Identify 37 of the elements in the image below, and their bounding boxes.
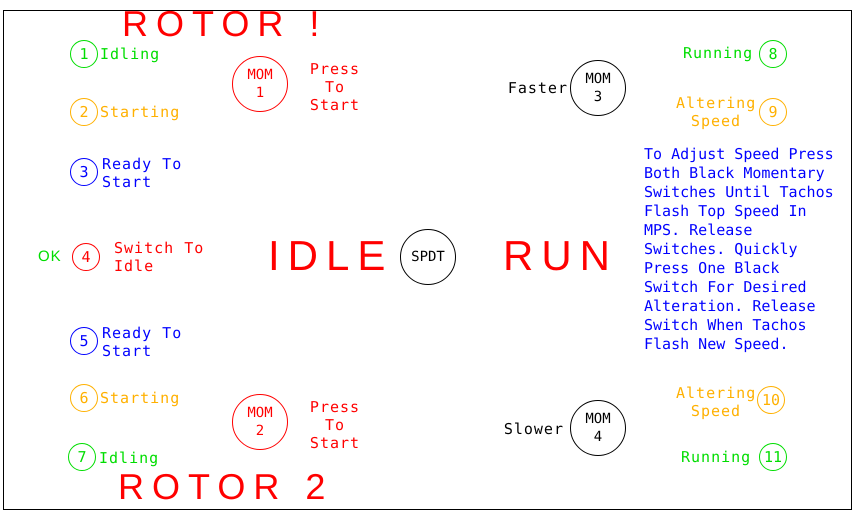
numbered-circle: 7 xyxy=(68,443,96,471)
status-label: Press To Start xyxy=(308,398,362,452)
switch-circle: MOM 1 xyxy=(232,56,288,112)
numbered-circle: 1 xyxy=(70,40,98,68)
status-label: Starting xyxy=(100,389,180,407)
status-label: Switch To Idle xyxy=(114,239,206,275)
numbered-circle: 6 xyxy=(70,384,98,412)
status-label: Press To Start xyxy=(308,60,362,114)
switch-circle: MOM 3 xyxy=(570,60,626,116)
status-label: Altering Speed xyxy=(676,384,756,420)
numbered-circle: 4 xyxy=(72,243,100,271)
status-label: Slower xyxy=(502,420,564,438)
numbered-circle: 11 xyxy=(759,443,787,471)
numbered-circle: 9 xyxy=(759,98,787,126)
numbered-circle: 8 xyxy=(759,40,787,68)
heading: ROTOR ! xyxy=(122,3,328,45)
status-label: Starting xyxy=(100,103,180,121)
numbered-circle: 2 xyxy=(70,98,98,126)
instruction-text: To Adjust Speed Press Both Black Momentary Switches Until Tachos Flash Top Speed In MPS. Release Switches. Quickly Press One Black Switch For Desired Alteration. Release Switch When Tachos Flash New Speed. xyxy=(644,145,835,354)
numbered-circle: 10 xyxy=(757,386,785,414)
status-label: Idling xyxy=(99,449,160,467)
numbered-circle: 3 xyxy=(70,158,98,186)
status-label: Altering Speed xyxy=(676,94,756,130)
status-label: Idling xyxy=(100,45,160,63)
switch-circle: SPDT xyxy=(400,229,456,285)
status-label: Ready To Start xyxy=(102,155,184,191)
mode-label: IDLE xyxy=(268,232,394,280)
heading: ROTOR 2 xyxy=(118,466,334,508)
mode-label: RUN xyxy=(503,232,618,280)
numbered-circle: 5 xyxy=(70,327,98,355)
switch-circle: MOM 4 xyxy=(570,400,626,456)
status-label: Running xyxy=(681,448,749,466)
status-label: Ready To Start xyxy=(102,324,184,360)
switch-circle: MOM 2 xyxy=(232,394,288,450)
status-label: Running xyxy=(683,44,751,62)
status-label: OK xyxy=(38,248,62,265)
status-label: Faster xyxy=(506,79,568,97)
